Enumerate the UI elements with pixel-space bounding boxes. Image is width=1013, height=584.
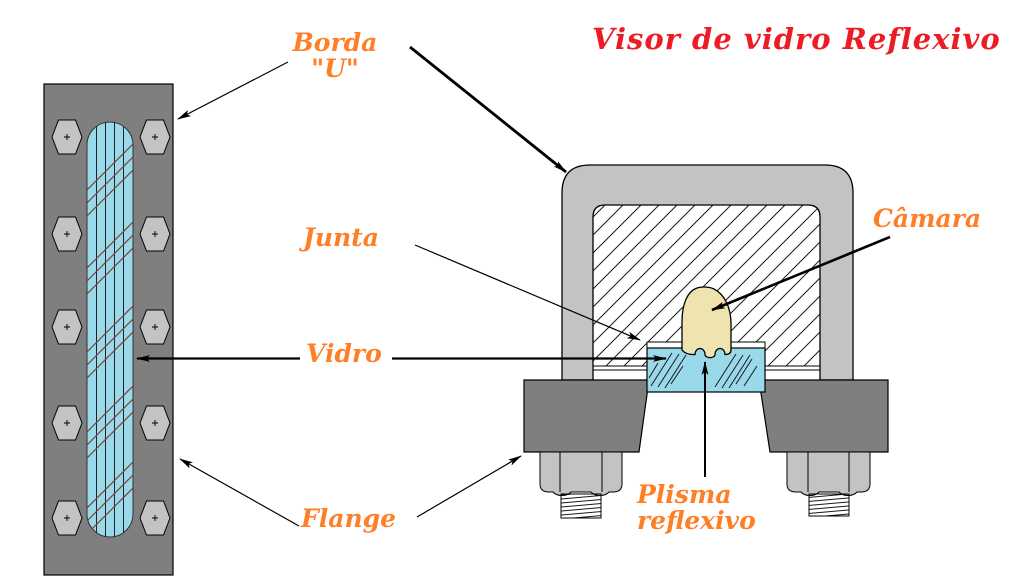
label-prisma-line1: Plisma: [637, 480, 732, 509]
label-vidro: Vidro: [306, 339, 382, 368]
stud-threads: [560, 493, 602, 519]
leader-lines: [136, 45, 891, 527]
flange-block-left: [523, 379, 650, 453]
nut-icon: [539, 451, 623, 497]
diagram-title: Visor de vidro Reflexivo: [592, 22, 1001, 56]
threaded-studs: [560, 493, 850, 519]
leader-borda-to-plate: [177, 61, 289, 120]
label-junta: Junta: [303, 223, 379, 252]
chamber-camara: [681, 286, 732, 359]
clamp-nuts: [539, 451, 871, 497]
nut-facet-lines: [559, 452, 850, 492]
glass-hatch-marks: [87, 143, 133, 535]
glass-edge-lines: [96, 122, 124, 537]
flange-bolts: [51, 119, 171, 536]
label-camara: Câmara: [873, 204, 982, 233]
cavity-hatched-area: [592, 204, 821, 367]
nut-icon: [786, 451, 871, 497]
glass-strip-detail: [87, 122, 133, 537]
leader-camara-to-chamber: [711, 235, 891, 312]
sight-glass-shine-marks: [648, 352, 758, 389]
leader-junta-to-gasket: [414, 244, 641, 341]
leader-flange-to-block: [416, 455, 522, 518]
label-flange: Flange: [301, 504, 397, 533]
label-borda-line2: "U": [311, 54, 359, 84]
label-prisma-reflexivo: Plisma reflexivo: [637, 480, 756, 536]
label-prisma-line2: reflexivo: [637, 506, 756, 536]
flange-block-right: [758, 379, 889, 453]
flange-plate-front-view: [43, 83, 174, 576]
leader-borda-to-band: [409, 45, 567, 174]
leader-flange-to-plate: [179, 458, 300, 527]
bolt-center-marks: [64, 134, 158, 521]
label-borda-line1: Borda: [292, 28, 378, 57]
stud-threads: [808, 493, 850, 517]
label-borda-u: Borda "U": [280, 28, 390, 84]
